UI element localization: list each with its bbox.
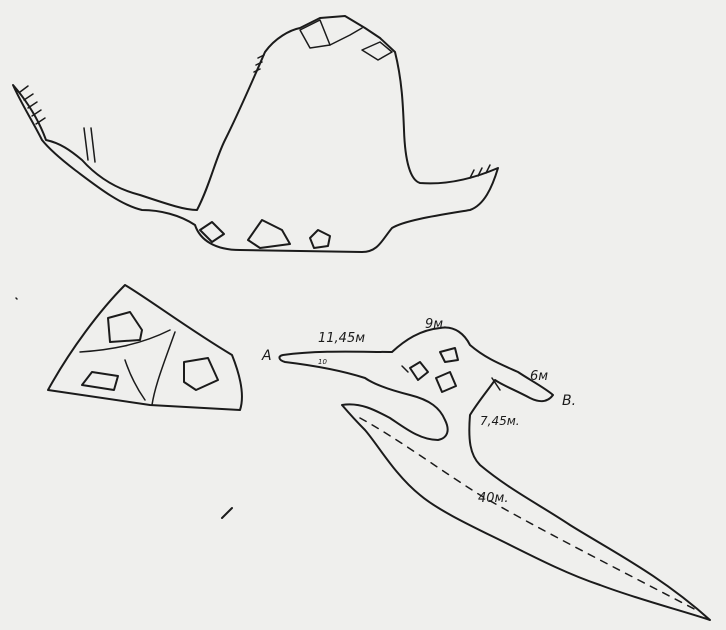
rock-floor-1: [199, 221, 225, 243]
label-mark-10: 10: [318, 358, 327, 366]
stray-pen-mark: [221, 507, 233, 519]
triangle-divider-1: [79, 329, 171, 353]
plan-pillar-3: [435, 371, 457, 393]
label-dim-40: 40м.: [478, 491, 508, 506]
cave-plan: [278, 326, 711, 621]
hatch-left-tip: [19, 85, 46, 125]
plan-survey-line: [359, 417, 701, 613]
rock-top-1: [299, 19, 331, 49]
triangular-block: [47, 284, 243, 411]
rock-top-3: [361, 41, 393, 61]
plan-tick-2: [491, 377, 501, 391]
rock-top-2: [329, 27, 363, 46]
label-dim-11-45: 11,45м: [318, 331, 365, 346]
plan-outline: [278, 326, 711, 621]
block-hole-2: [81, 371, 119, 391]
label-point-b: B.: [562, 393, 576, 409]
stray-dot: [15, 297, 18, 300]
label-dim-9: 9м.: [425, 317, 447, 332]
hatch-right-tip: [469, 164, 491, 179]
label-dim-6: 6м: [530, 369, 548, 384]
band-left-arm: [83, 127, 96, 163]
block-hole-1: [107, 311, 143, 343]
cave-cross-section: [12, 15, 499, 253]
plan-pillar-2: [409, 361, 429, 381]
label-point-a: A: [261, 348, 272, 364]
triangle-divider-3: [124, 359, 146, 401]
label-dim-7-45: 7,45м.: [480, 414, 520, 428]
plan-tick-1: [401, 365, 409, 373]
triangle-divider-2: [151, 331, 176, 406]
cross-section-outline: [12, 15, 499, 253]
hatch-upper-wall: [253, 54, 265, 73]
block-hole-3: [183, 357, 219, 391]
rock-floor-2: [247, 219, 291, 249]
plan-pillar-1: [439, 347, 459, 363]
rock-floor-3: [309, 229, 331, 249]
triangle-outline: [47, 284, 243, 411]
